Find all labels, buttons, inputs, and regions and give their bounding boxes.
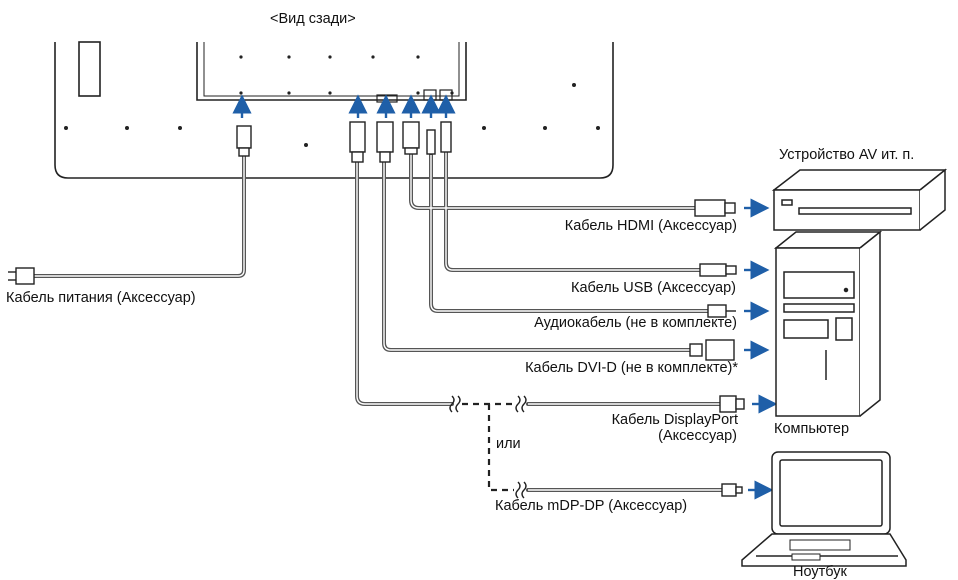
monitor-rear — [54, 41, 614, 179]
displayport-cable-label-2: (Аксессуар) — [658, 428, 737, 444]
or-label: или — [496, 436, 521, 452]
connectors — [8, 121, 745, 497]
av-device-label: Устройство AV ит. п. — [779, 147, 915, 163]
power-cable — [32, 153, 246, 278]
audio-cable-label: Аудиокабель (не в комплекте) — [534, 315, 737, 331]
cable-break-marks — [449, 395, 527, 499]
page-title: <Вид сзади> — [270, 11, 356, 27]
power-cable-label: Кабель питания (Аксессуар) — [6, 290, 196, 306]
dvi-cable-label: Кабель DVI-D (не в комплекте)* — [525, 360, 738, 376]
notebook-label: Ноутбук — [793, 564, 847, 580]
alternative-dashed-path — [462, 402, 514, 492]
hdmi-cable-label: Кабель HDMI (Аксессуар) — [564, 218, 737, 234]
computer-tower — [773, 230, 883, 417]
device-arrows — [744, 198, 778, 500]
av-device — [771, 168, 948, 231]
notebook — [741, 451, 907, 567]
hdmi-cable — [409, 148, 697, 210]
displayport-cable — [355, 158, 454, 406]
usb-cable-label: Кабель USB (Аксессуар) — [571, 280, 736, 296]
mdp-cable-label: Кабель mDP-DP (Аксессуар) — [495, 498, 688, 514]
displayport-cable-label: Кабель DisplayPort — [611, 412, 738, 428]
screw-dots — [64, 55, 600, 147]
plug-in-arrows — [232, 94, 456, 118]
computer-label: Компьютер — [774, 421, 850, 437]
